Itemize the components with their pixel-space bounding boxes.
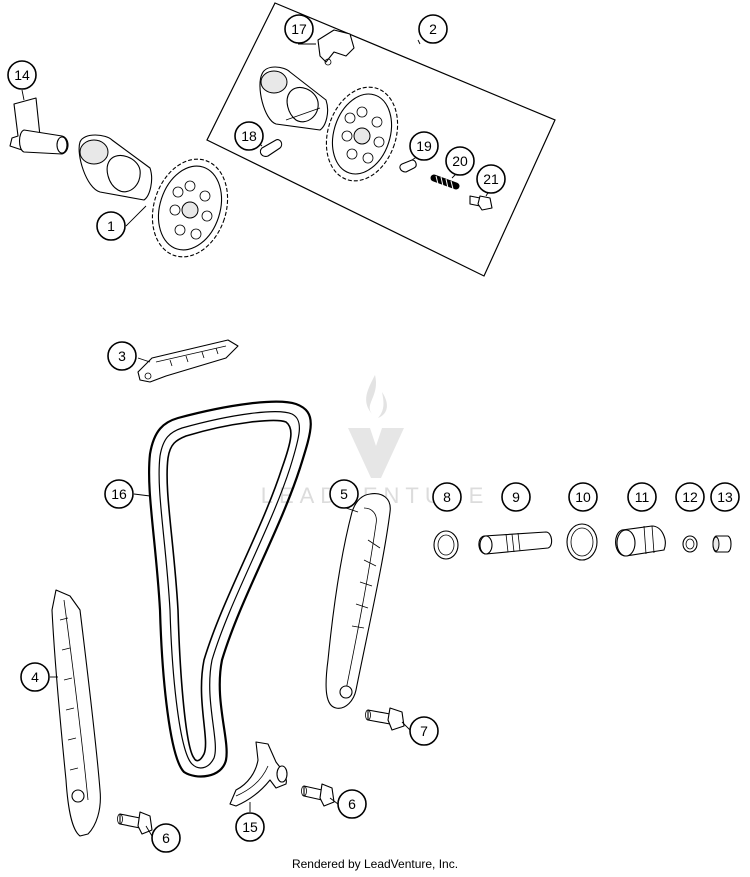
callout-20: 20 xyxy=(445,146,475,176)
part-5-tensioner-rail xyxy=(325,493,391,709)
part-14-decompressor xyxy=(9,97,69,155)
part-4-guide-rail xyxy=(51,589,101,837)
svg-text:7: 7 xyxy=(420,723,428,739)
part-1-sprocket xyxy=(151,158,229,258)
part-6-bolt-right xyxy=(301,783,335,807)
svg-text:4: 4 xyxy=(31,669,39,685)
callout-18: 18 xyxy=(234,121,264,151)
svg-text:18: 18 xyxy=(241,128,257,144)
svg-text:8: 8 xyxy=(443,489,451,505)
callout-4: 4 xyxy=(20,662,50,692)
part-2-camshaft xyxy=(259,66,399,182)
svg-text:9: 9 xyxy=(512,489,520,505)
part-18-pin xyxy=(259,139,283,157)
kit-frame xyxy=(206,2,556,277)
callout-3: 3 xyxy=(107,341,137,371)
callouts: 1 2 3 4 5 6 6 7 8 9 10 11 12 13 14 15 16… xyxy=(7,14,740,853)
part-1-camshaft xyxy=(78,134,229,258)
part-15-chain-guide xyxy=(229,741,288,807)
callout-1: 1 xyxy=(96,211,126,241)
svg-text:16: 16 xyxy=(111,486,127,502)
part-8-ring xyxy=(433,530,459,560)
part-16-timing-chain xyxy=(147,400,312,778)
callout-19: 19 xyxy=(409,131,439,161)
part-10-seal-ring xyxy=(566,523,598,561)
part-9-plunger xyxy=(478,531,553,555)
svg-text:11: 11 xyxy=(635,489,650,505)
svg-text:5: 5 xyxy=(340,486,348,502)
part-17-weight xyxy=(317,29,355,66)
callout-21: 21 xyxy=(476,164,506,194)
watermark-flame-icon xyxy=(366,375,387,418)
svg-text:2: 2 xyxy=(429,21,437,37)
watermark-v-icon xyxy=(348,428,404,478)
callout-10: 10 xyxy=(568,482,598,512)
part-6-bolt-left xyxy=(117,811,153,835)
callout-11: 11 xyxy=(627,482,657,512)
svg-text:10: 10 xyxy=(575,489,591,505)
svg-text:6: 6 xyxy=(162,830,170,846)
footer-credit: Rendered by LeadVenture, Inc. xyxy=(291,857,459,871)
svg-text:20: 20 xyxy=(452,153,468,169)
svg-text:15: 15 xyxy=(242,819,258,835)
callout-5: 5 xyxy=(329,479,359,509)
callout-13: 13 xyxy=(710,482,740,512)
callout-16: 16 xyxy=(104,479,134,509)
svg-text:17: 17 xyxy=(291,21,307,37)
svg-text:14: 14 xyxy=(14,67,30,83)
callout-14: 14 xyxy=(7,60,37,90)
callout-6-right: 6 xyxy=(337,789,367,819)
part-11-tensioner-housing xyxy=(615,525,666,557)
svg-text:1: 1 xyxy=(107,218,115,234)
svg-text:13: 13 xyxy=(717,489,733,505)
svg-text:3: 3 xyxy=(118,348,126,364)
svg-text:6: 6 xyxy=(348,796,356,812)
callout-15: 15 xyxy=(235,812,265,842)
part-13-plug xyxy=(712,535,732,553)
callout-17: 17 xyxy=(284,14,314,44)
part-2-sprocket xyxy=(325,86,399,182)
svg-text:21: 21 xyxy=(483,171,499,187)
part-21-screw xyxy=(469,195,493,211)
svg-text:12: 12 xyxy=(682,489,698,505)
part-3-guide-rail xyxy=(137,339,239,383)
part-12-small-ring xyxy=(682,535,698,553)
callout-12: 12 xyxy=(675,482,705,512)
callout-6-left: 6 xyxy=(151,823,181,853)
callout-8: 8 xyxy=(432,482,462,512)
callout-7: 7 xyxy=(409,716,439,746)
svg-text:19: 19 xyxy=(416,138,432,154)
part-7-bolt xyxy=(365,707,405,731)
callout-2: 2 xyxy=(418,14,448,44)
part-20-spring xyxy=(430,174,460,190)
callout-9: 9 xyxy=(501,482,531,512)
part-19-pin xyxy=(399,159,417,173)
